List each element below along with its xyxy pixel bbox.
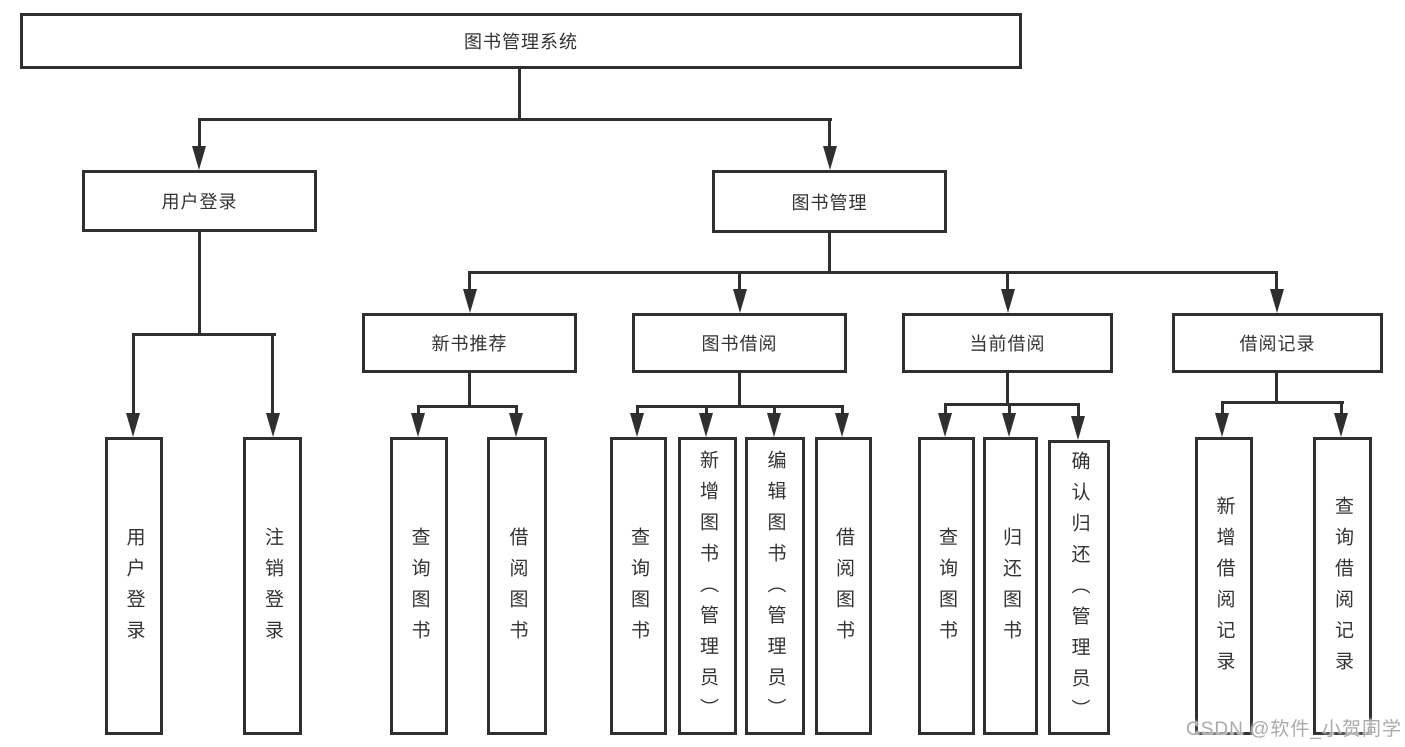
connector-vline (1221, 403, 1224, 414)
node-root: 图书管理系统 (20, 13, 1022, 69)
arrowhead-icon (1215, 413, 1229, 437)
connector-hline (944, 403, 1080, 406)
arrowhead-icon (1071, 416, 1085, 440)
node-confirm-return-admin: 确认归还（管理员） (1048, 440, 1110, 735)
connector-vline (1006, 373, 1009, 405)
connector-vline (1275, 373, 1278, 403)
node-user-login-leaf: 用户登录 (105, 437, 163, 735)
connector-vline (1006, 273, 1009, 290)
connector-vline (1077, 405, 1080, 417)
connector-vline (518, 69, 521, 120)
connector-hline (468, 271, 1278, 274)
node-query-borrow-record: 查询借阅记录 (1313, 437, 1372, 735)
arrowhead-icon (509, 413, 523, 437)
connector-hline (1221, 401, 1344, 404)
connector-vline (738, 373, 741, 407)
node-user-login: 用户登录 (82, 170, 317, 232)
connector-vline (944, 405, 947, 414)
connector-vline (773, 407, 776, 414)
arrowhead-icon (835, 413, 849, 437)
node-logout-leaf: 注销登录 (243, 437, 302, 735)
arrowhead-icon (411, 413, 425, 437)
connector-vline (636, 407, 639, 414)
node-borrow-books-recommend: 借阅图书 (487, 437, 547, 735)
arrowhead-icon (699, 413, 713, 437)
arrowhead-icon (1001, 289, 1015, 313)
node-borrow-books-borrowing: 借阅图书 (815, 437, 872, 735)
connector-vline (738, 273, 741, 290)
arrowhead-icon (126, 413, 140, 437)
node-query-books-borrowing: 查询图书 (610, 437, 667, 735)
connector-vline (1340, 403, 1343, 414)
node-edit-books-admin: 编辑图书（管理员） (745, 437, 805, 735)
arrowhead-icon (767, 413, 781, 437)
arrowhead-icon (266, 413, 280, 437)
connector-vline (828, 120, 831, 148)
connector-hline (636, 405, 844, 408)
connector-vline (198, 120, 201, 148)
watermark-text: CSDN @软件_小贺同学 (1186, 719, 1402, 740)
node-add-borrow-record: 新增借阅记录 (1195, 437, 1253, 735)
arrowhead-icon (938, 413, 952, 437)
connector-hline (198, 118, 832, 121)
node-book-management: 图书管理 (712, 170, 947, 233)
node-query-books-current: 查询图书 (918, 437, 975, 735)
connector-vline (515, 407, 518, 414)
connector-vline (1275, 273, 1278, 290)
arrowhead-icon (192, 146, 206, 170)
arrowhead-icon (823, 146, 837, 170)
arrowhead-icon (463, 289, 477, 313)
arrowhead-icon (630, 413, 644, 437)
arrowhead-icon (733, 289, 747, 313)
node-query-books-recommend: 查询图书 (390, 437, 448, 735)
connector-hline (417, 405, 518, 408)
connector-vline (198, 232, 201, 335)
connector-vline (1008, 405, 1011, 414)
node-return-books: 归还图书 (983, 437, 1038, 735)
node-borrowing-records: 借阅记录 (1172, 313, 1383, 373)
connector-vline (828, 233, 831, 273)
connector-vline (132, 335, 135, 413)
connector-vline (705, 407, 708, 414)
connector-vline (468, 273, 471, 290)
connector-vline (468, 373, 471, 407)
node-new-book-recommend: 新书推荐 (362, 313, 577, 373)
node-current-borrowing: 当前借阅 (902, 313, 1113, 373)
connector-vline (417, 407, 420, 414)
connector-vline (841, 407, 844, 414)
connector-hline (132, 333, 276, 336)
arrowhead-icon (1270, 289, 1284, 313)
arrowhead-icon (1334, 413, 1348, 437)
connector-vline (271, 335, 274, 413)
node-add-books-admin: 新增图书（管理员） (678, 437, 737, 735)
arrowhead-icon (1002, 413, 1016, 437)
node-book-borrowing: 图书借阅 (632, 313, 847, 373)
